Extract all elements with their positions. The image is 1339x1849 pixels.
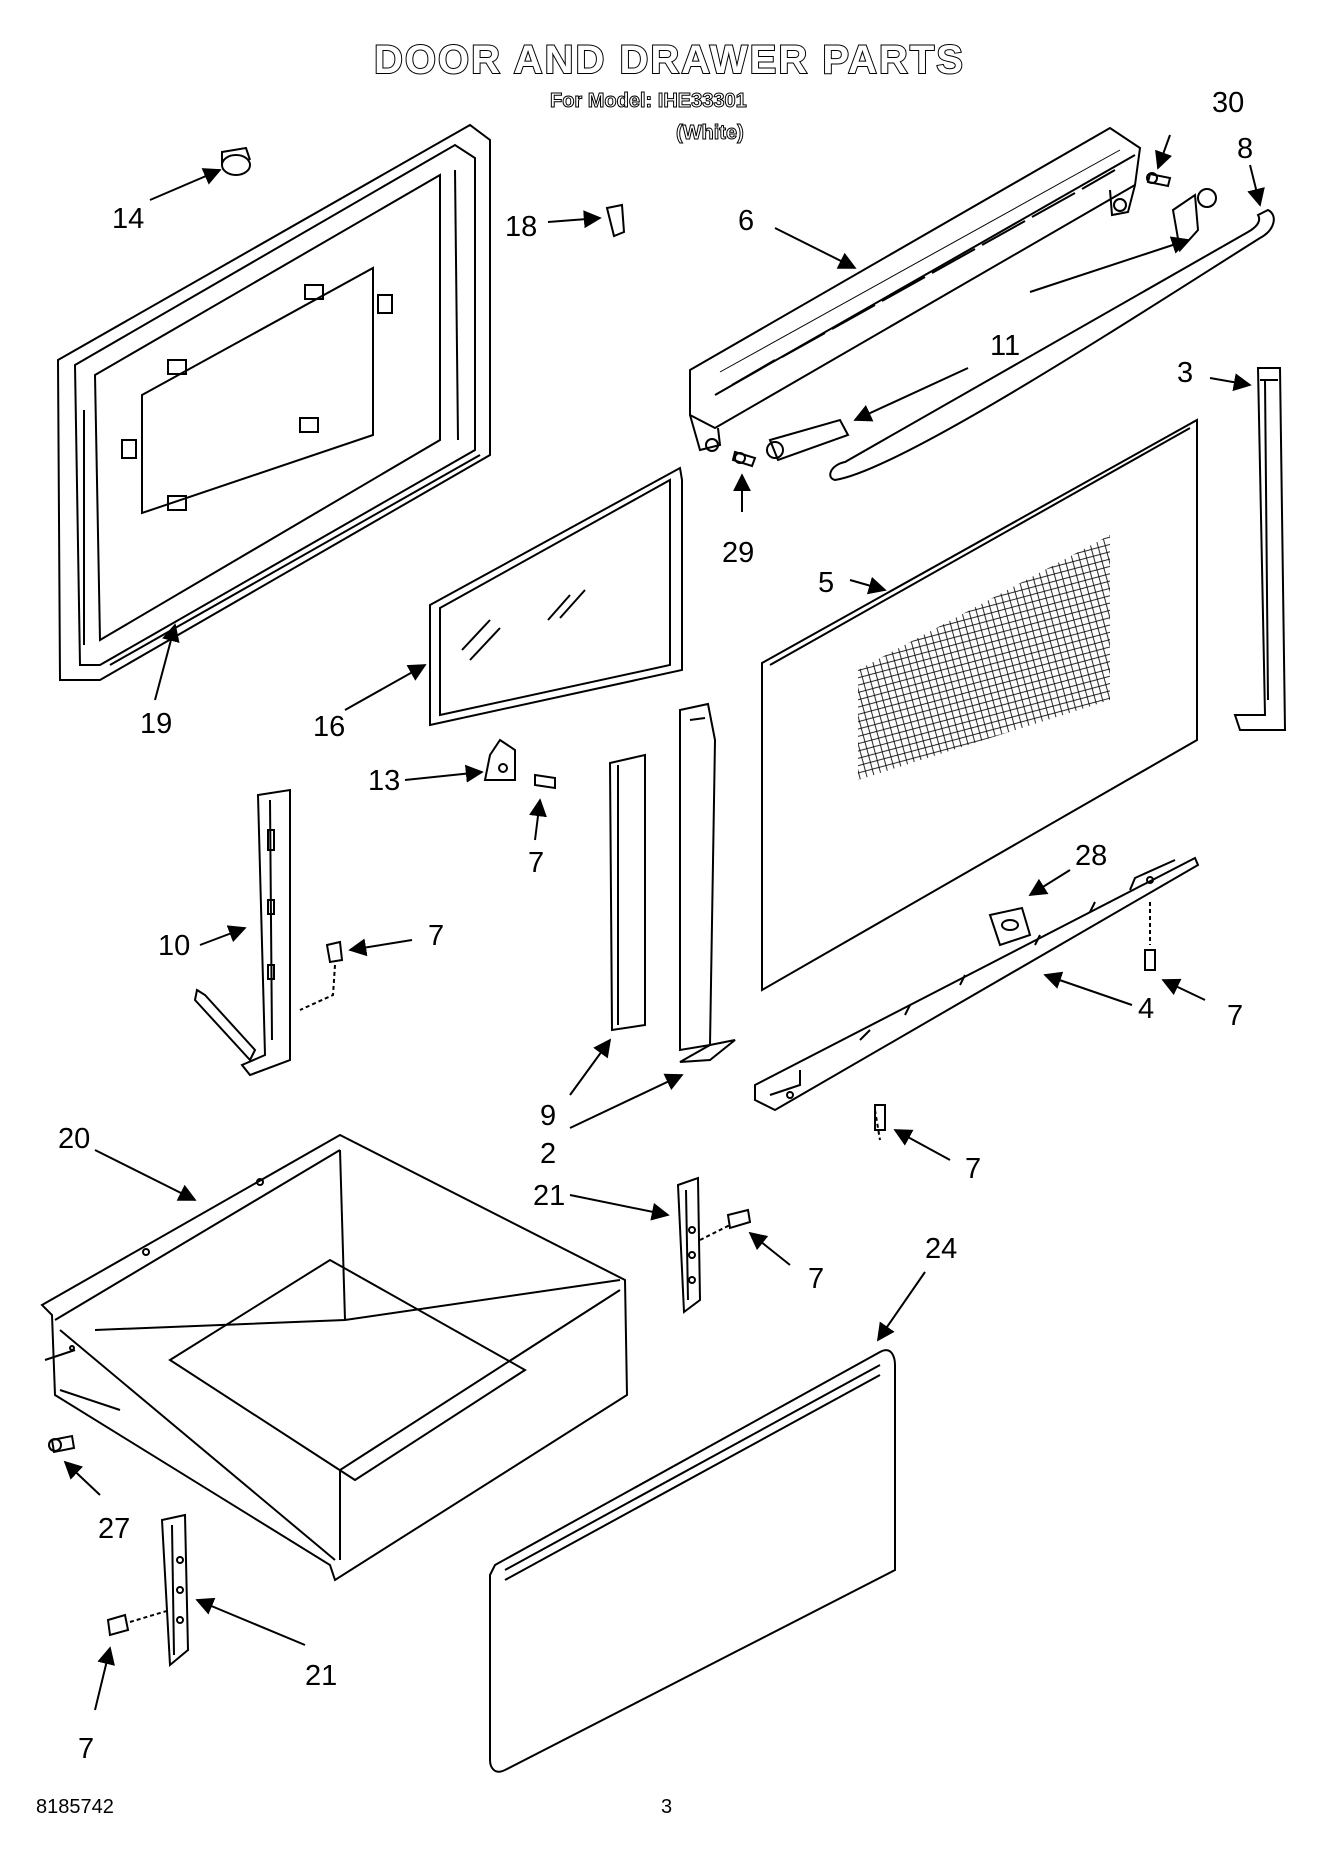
callout-4: 4 xyxy=(1138,993,1154,1025)
callout-24: 24 xyxy=(925,1233,957,1265)
drawer-body-part-20 xyxy=(40,1133,629,1582)
screw-part-7-e xyxy=(699,1208,752,1241)
callout-28: 28 xyxy=(1075,840,1107,872)
callout-2: 2 xyxy=(540,1138,556,1170)
callout-21-b: 21 xyxy=(305,1660,337,1692)
drawer-slide-part-21-b xyxy=(160,1513,190,1668)
door-channel-part-2 xyxy=(679,702,736,1063)
screw-part-30 xyxy=(1146,172,1172,188)
insulation-strip-part-9 xyxy=(608,753,646,1032)
callout-10: 10 xyxy=(158,930,190,962)
bumper-part-14 xyxy=(221,146,251,176)
callout-7-c: 7 xyxy=(1227,1000,1243,1032)
callout-9: 9 xyxy=(540,1100,556,1132)
hinge-support-part-10 xyxy=(193,788,291,1077)
callout-19: 19 xyxy=(140,708,172,740)
handle-end-cap-part-11 xyxy=(766,188,1217,462)
callout-13: 13 xyxy=(368,765,400,797)
drawer-front-panel-part-24 xyxy=(489,1349,896,1773)
callout-7-a: 7 xyxy=(528,847,544,879)
outer-door-panel-part-5 xyxy=(761,418,1198,992)
window-glass-part-16 xyxy=(429,466,683,727)
callout-21-a: 21 xyxy=(533,1180,565,1212)
callout-7-f: 7 xyxy=(78,1733,94,1765)
diagram-title: DOOR AND DRAWER PARTS xyxy=(373,37,965,83)
document-number: 8185742 xyxy=(36,1796,114,1818)
door-handle-part-8 xyxy=(829,208,1275,482)
callout-16: 16 xyxy=(313,711,345,743)
callout-30: 30 xyxy=(1212,87,1244,119)
drawer-slide-part-21-a xyxy=(676,1176,702,1314)
callout-7-d: 7 xyxy=(965,1153,981,1185)
vent-trim-part-6 xyxy=(689,126,1142,452)
callout-5: 5 xyxy=(818,567,834,599)
screw-part-7-f xyxy=(106,1609,171,1637)
callout-11: 11 xyxy=(990,330,1020,362)
model-line: For Model: IHE33301 xyxy=(550,90,748,113)
bottom-rail-part-4 xyxy=(754,856,1200,1112)
callout-8: 8 xyxy=(1237,133,1253,165)
callout-7-e: 7 xyxy=(808,1263,824,1295)
clip-part-18 xyxy=(605,203,626,238)
screw-part-7-d xyxy=(874,1104,886,1141)
screw-part-7-b xyxy=(299,940,344,1011)
callout-18: 18 xyxy=(505,211,537,243)
screw-part-7-c xyxy=(1144,902,1156,971)
door-stop-part-28 xyxy=(988,906,1032,947)
page-number: 3 xyxy=(661,1796,673,1818)
bracket-part-13 xyxy=(483,738,516,781)
screw-part-7-a xyxy=(534,773,556,790)
side-trim-part-3 xyxy=(1233,367,1287,731)
callout-20: 20 xyxy=(58,1123,90,1155)
callout-29: 29 xyxy=(722,537,754,569)
callout-7-b: 7 xyxy=(428,920,444,952)
callout-3: 3 xyxy=(1177,357,1193,389)
callout-14: 14 xyxy=(112,203,144,235)
screw-part-27 xyxy=(48,1434,76,1454)
callout-6: 6 xyxy=(738,205,754,237)
callout-27: 27 xyxy=(98,1513,130,1545)
color-line: (White) xyxy=(676,122,745,145)
screw-part-29 xyxy=(731,450,757,468)
